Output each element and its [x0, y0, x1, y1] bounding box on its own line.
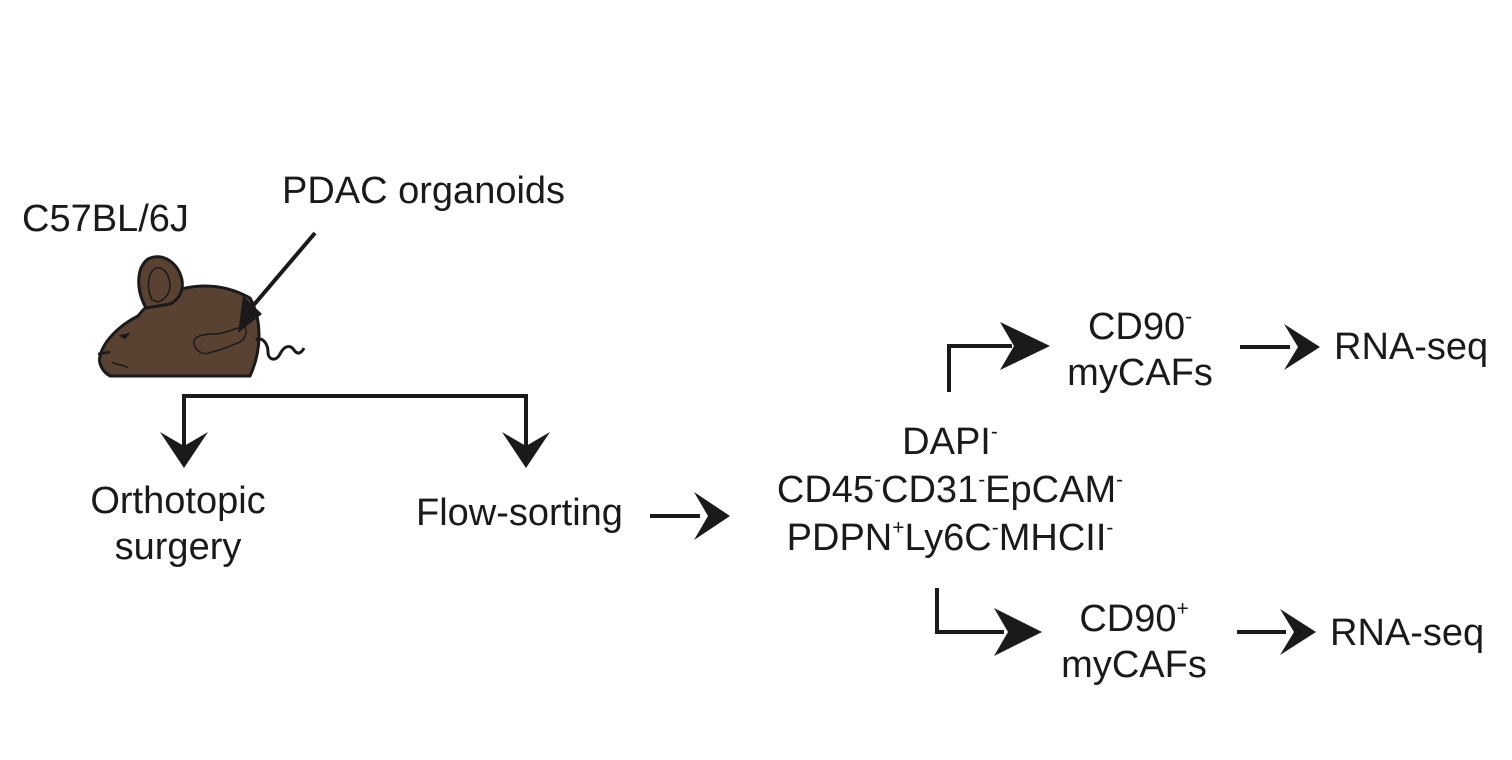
- pancreas-outline: [193, 325, 247, 355]
- injection-arrow: [238, 231, 317, 333]
- orthotopic-line1: Orthotopic: [90, 480, 266, 522]
- gating-label: DAPI- CD45-CD31-EpCAM- PDPN+Ly6C-MHCII-: [740, 418, 1160, 562]
- branch-right-arrowhead: [502, 432, 550, 468]
- cd90-negative-marker: CD90-: [1087, 305, 1193, 348]
- rnaseq-bottom-label: RNA-seq: [1330, 612, 1485, 654]
- orthotopic-surgery-label: Orthotopic surgery: [78, 478, 278, 570]
- marker-cd45: CD45-: [776, 468, 882, 511]
- strain-label: C57BL/6J: [22, 198, 189, 240]
- cd90-positive-population: CD90+ myCAFs: [1034, 596, 1234, 688]
- rnaseq-top-arrow: [1240, 324, 1320, 370]
- mouse-body: [98, 284, 261, 378]
- cd90-positive-name: myCAFs: [1061, 644, 1207, 686]
- gate-line1: DAPI-: [740, 418, 1160, 466]
- cd90-positive-marker: CD90+: [1079, 597, 1189, 640]
- rnaseq-top-label: RNA-seq: [1334, 326, 1489, 368]
- sorting-arrow: [650, 492, 730, 540]
- cd90-negative-name: myCAFs: [1067, 352, 1213, 394]
- mouse-tail: [255, 337, 306, 361]
- mouse-mouth: [111, 361, 129, 369]
- branch-left-arrowhead: [160, 432, 208, 468]
- branch-bracket: [182, 394, 528, 448]
- mouse-icon: [97, 255, 306, 378]
- marker-epcam: EpCAM-: [985, 468, 1124, 511]
- cd90-negative-population: CD90- myCAFs: [1040, 304, 1240, 396]
- mouse-eye: [118, 332, 131, 340]
- orthotopic-line2: surgery: [114, 526, 242, 568]
- marker-dapi: DAPI-: [902, 420, 998, 463]
- lower-elbow-arrow: [935, 588, 1042, 656]
- mouse-nose: [97, 350, 111, 356]
- gate-line3: PDPN+Ly6C-MHCII-: [740, 514, 1160, 562]
- upper-elbow-arrow: [947, 322, 1050, 392]
- marker-pdpn: PDPN+: [786, 516, 905, 559]
- marker-cd31: CD31-: [881, 468, 986, 511]
- gate-line2: CD45-CD31-EpCAM-: [740, 466, 1160, 514]
- marker-mhcii: MHCII-: [998, 516, 1114, 559]
- mouse-inner-ear: [147, 267, 171, 303]
- flow-sorting-label: Flow-sorting: [416, 492, 623, 534]
- injection-label: PDAC organoids: [282, 170, 566, 212]
- rnaseq-bottom-arrow: [1237, 609, 1316, 655]
- marker-ly6c: Ly6C-: [904, 516, 999, 559]
